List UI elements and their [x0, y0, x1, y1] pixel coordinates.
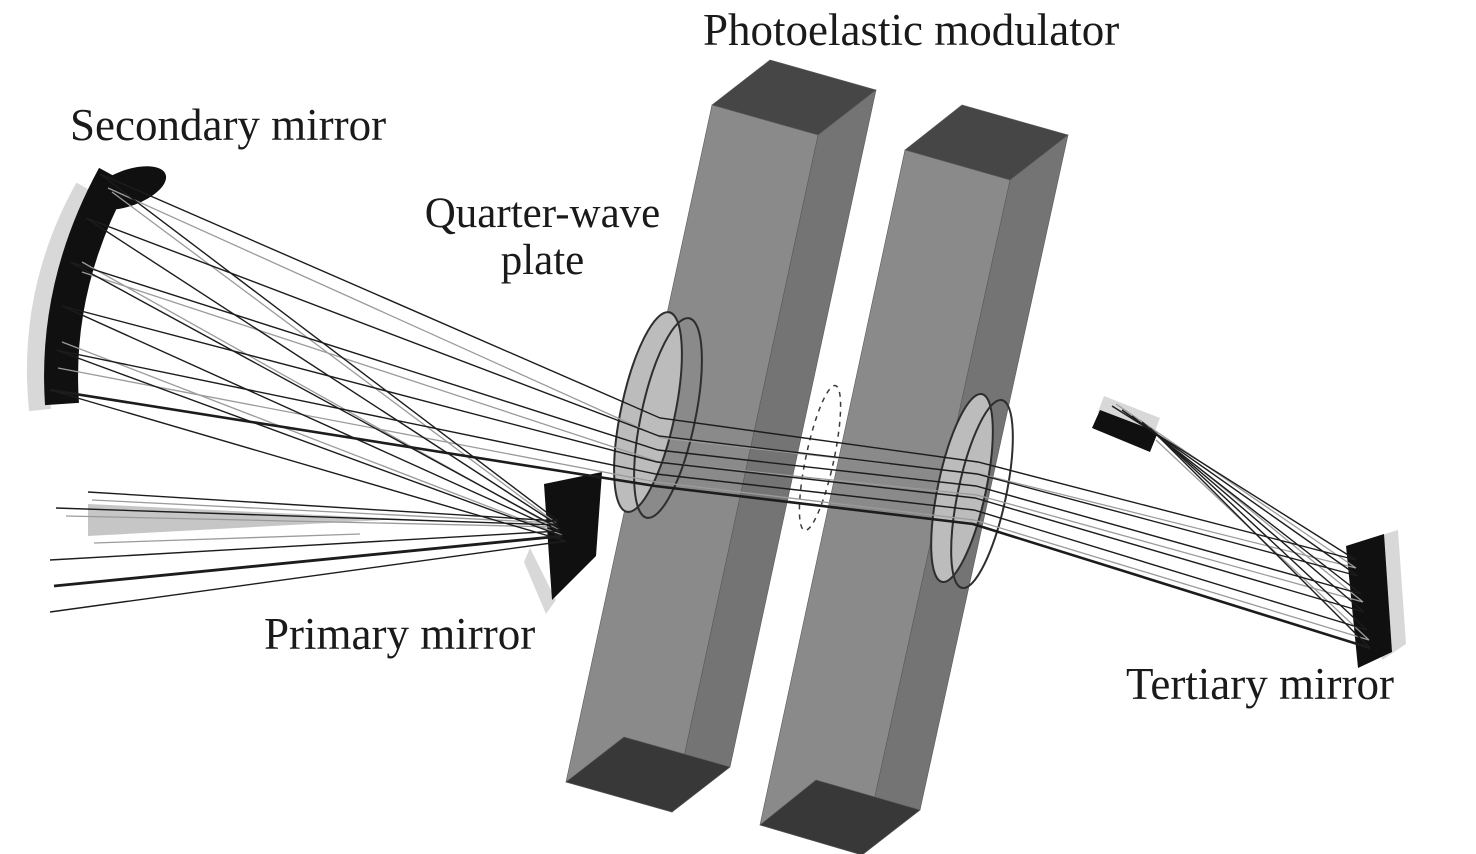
ray — [61, 305, 561, 532]
ray — [1157, 435, 1371, 649]
ray — [55, 349, 563, 537]
quarter-wave-plate-front-surface — [633, 317, 703, 519]
ray — [69, 261, 561, 530]
tertiary-mirror-shape — [1346, 530, 1406, 668]
left-slab-bottom-face — [565, 736, 731, 813]
ray-bundle-black — [49, 173, 1371, 650]
ray — [1141, 421, 1365, 613]
ray-chief — [49, 388, 1371, 650]
ray-chief — [53, 534, 563, 588]
tertiary-mirror-face — [1346, 534, 1392, 668]
exit-window-back-surface — [930, 392, 994, 584]
fold-mirror-face — [1092, 410, 1158, 452]
fold-mirror-shape — [1092, 396, 1160, 452]
quarter-wave-plate-back-surface — [613, 311, 683, 513]
right-slab-front-face — [759, 149, 1011, 854]
exit-window-front-surface — [950, 398, 1014, 590]
ray — [93, 533, 361, 544]
primary-mirror-label: Primary mirror — [264, 609, 536, 659]
ray — [57, 367, 1370, 641]
ray — [49, 530, 561, 561]
ray — [55, 349, 1368, 631]
secondary-mirror-label: Secondary mirror — [70, 100, 387, 150]
ray — [81, 271, 1364, 603]
ray — [91, 499, 557, 524]
modulator-gap-aperture — [798, 384, 842, 532]
primary-mirror-back — [524, 548, 556, 614]
quarter-wave-plate-shape — [613, 311, 703, 519]
quarter-wave-plate-label-line2: plate — [500, 237, 585, 285]
ray — [69, 261, 1362, 595]
ray — [99, 173, 559, 522]
secondary-mirror-back — [26, 182, 96, 412]
modulator-exit-window-shape — [930, 392, 1014, 590]
right-slab-bottom-face — [759, 779, 921, 854]
ray — [49, 389, 567, 542]
quarter-wave-plate-label-line1: Quarter-wave — [424, 190, 661, 237]
secondary-mirror-top-edge — [89, 166, 167, 210]
ray — [85, 217, 559, 526]
primary-mirror-face — [544, 472, 602, 600]
ray — [55, 507, 559, 526]
ray — [61, 341, 563, 536]
ray — [61, 305, 1365, 613]
ray — [1149, 427, 1368, 631]
primary-mirror-shape — [524, 472, 602, 614]
tertiary-mirror-label: Tertiary mirror — [1126, 659, 1394, 709]
ray — [1115, 403, 1357, 569]
ray — [111, 191, 557, 524]
secondary-mirror-shape — [26, 166, 167, 412]
ray — [49, 540, 567, 613]
ray — [99, 173, 1357, 561]
quarter-wave-plate-label: Quarter-wave plate — [385, 190, 700, 285]
photoelastic-modulator-label: Photoelastic modulator — [703, 5, 1120, 55]
ray — [65, 515, 557, 528]
ray — [1139, 419, 1364, 603]
ray — [85, 217, 1359, 577]
